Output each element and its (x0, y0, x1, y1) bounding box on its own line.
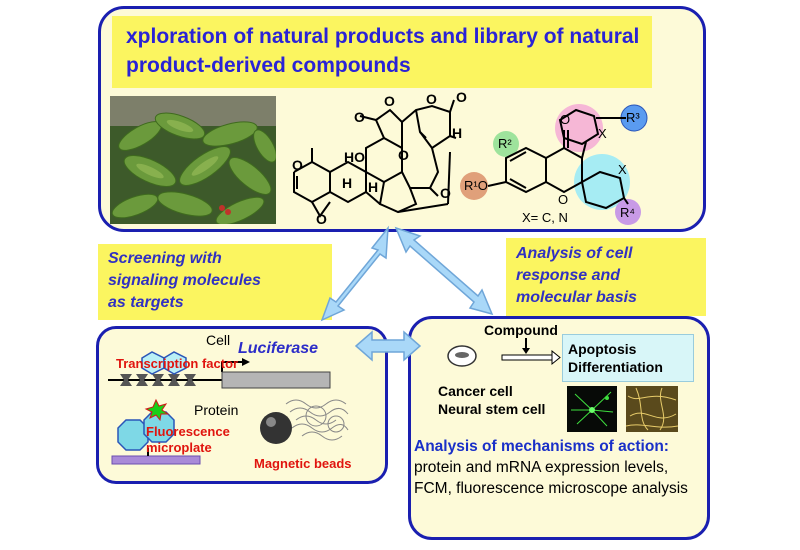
flavone-o: O (560, 112, 570, 127)
transcription-factor-label: Transcription factor (116, 356, 239, 371)
arrow-top-right (394, 226, 494, 316)
terpene-o-2: O (384, 93, 395, 109)
outcome-highlight (562, 334, 694, 382)
magnetic-beads-label: Magnetic beads (254, 456, 352, 471)
compound-arrow (447, 338, 561, 367)
title-highlight (112, 16, 652, 88)
flavone-x-1: X (598, 126, 607, 141)
page-title: xploration of natural products and libra… (126, 25, 640, 77)
terpene-o-8: O (292, 157, 303, 173)
flavone-x-2: X (618, 162, 627, 177)
screening-label-highlight (98, 244, 332, 320)
arrow-top-left (320, 225, 389, 322)
mechanism-heading: Analysis of mechanisms of action: (414, 438, 669, 455)
outcome-label: Apoptosis Differentiation (568, 341, 663, 375)
plant-photo (110, 96, 276, 224)
compound-label: Compound (484, 322, 558, 338)
flavone-x-note: X= C, N (522, 210, 568, 225)
terpene-h-3: H (368, 179, 378, 195)
flavone-r1o: R¹O (464, 178, 488, 193)
mechanism-details: protein and mRNA expression levels, FCM,… (414, 459, 688, 497)
mechanism-text: Analysis of mechanisms of action: protei… (414, 436, 706, 499)
cell-label: Cell (206, 332, 231, 348)
terpene-o-3: O (426, 92, 437, 107)
terpene-h-1: H (452, 125, 462, 141)
terpene-ho: HO (344, 149, 365, 165)
terpene-o-1: O (354, 109, 365, 125)
terpene-o-6: O (316, 211, 327, 227)
analysis-label: Analysis of cell response and molecular … (516, 245, 637, 306)
flavone-o-ring: O (558, 192, 568, 207)
terpene-o-5: O (398, 147, 409, 163)
fluorescence-diagram (111, 398, 201, 465)
cell-types-label: Cancer cell Neural stem cell (438, 383, 546, 417)
fluorescence-label: Fluorescence microplate (146, 424, 230, 455)
fiber-micrograph (626, 386, 678, 432)
screening-label: Screening with signaling molecules as ta… (108, 250, 261, 311)
magnetic-bead-diagram (260, 399, 349, 444)
terpene-h-2: H (342, 175, 352, 191)
analysis-label-highlight (506, 238, 706, 316)
flavone-structure: O O X X R¹O R² R³ R⁴ X= C, N (460, 104, 648, 225)
reporter-diagram (108, 351, 331, 389)
luciferase-label: Luciferase (238, 340, 319, 357)
terpenoid-structure: O O O O O O O O HO H H H (292, 92, 467, 227)
flavone-r4: R⁴ (620, 205, 635, 220)
flavone-r3: R³ (626, 110, 640, 125)
protein-label: Protein (194, 402, 239, 418)
neural-micrograph (567, 386, 617, 432)
terpene-o-4: O (456, 92, 467, 105)
flavone-r2: R² (498, 136, 512, 151)
terpene-o-7: O (440, 185, 451, 201)
arrow-horizontal (354, 330, 422, 362)
